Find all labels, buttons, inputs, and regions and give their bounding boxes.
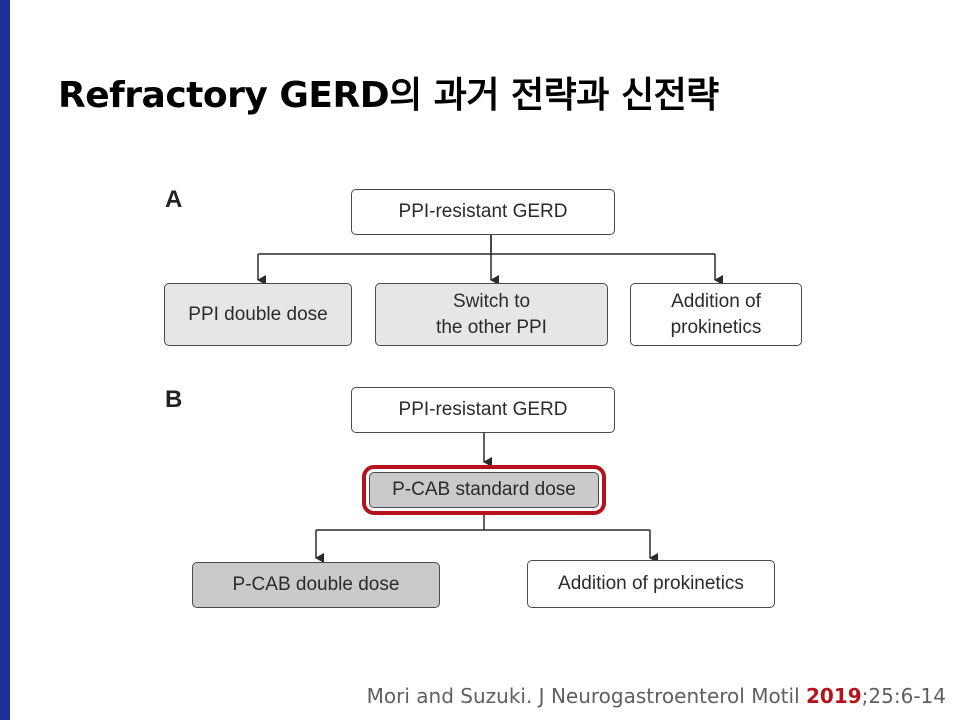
slide-title: Refractory GERD의 과거 전략과 신전략: [58, 75, 719, 116]
citation-rest: ;25:6-14: [861, 684, 946, 708]
left-accent-bar: [0, 0, 10, 720]
citation-year: 2019: [806, 684, 862, 708]
panel-a-option-2: Switch to the other PPI: [375, 283, 608, 346]
panel-b-option-2: Addition of prokinetics: [527, 560, 775, 608]
panel-b-option-1: P-CAB double dose: [192, 562, 440, 608]
panel-b-middle-box: P-CAB standard dose: [362, 465, 606, 515]
panel-letter-a: A: [165, 186, 183, 213]
panel-a-option-1: PPI double dose: [164, 283, 352, 346]
panel-b-root-box: PPI-resistant GERD: [351, 387, 615, 433]
panel-letter-b: B: [165, 386, 183, 413]
panel-a-root-box: PPI-resistant GERD: [351, 189, 615, 235]
panel-a-option-3: Addition of prokinetics: [630, 283, 802, 346]
citation: Mori and Suzuki. J Neurogastroenterol Mo…: [367, 684, 946, 708]
citation-authors: Mori and Suzuki. J Neurogastroenterol Mo…: [366, 684, 806, 708]
